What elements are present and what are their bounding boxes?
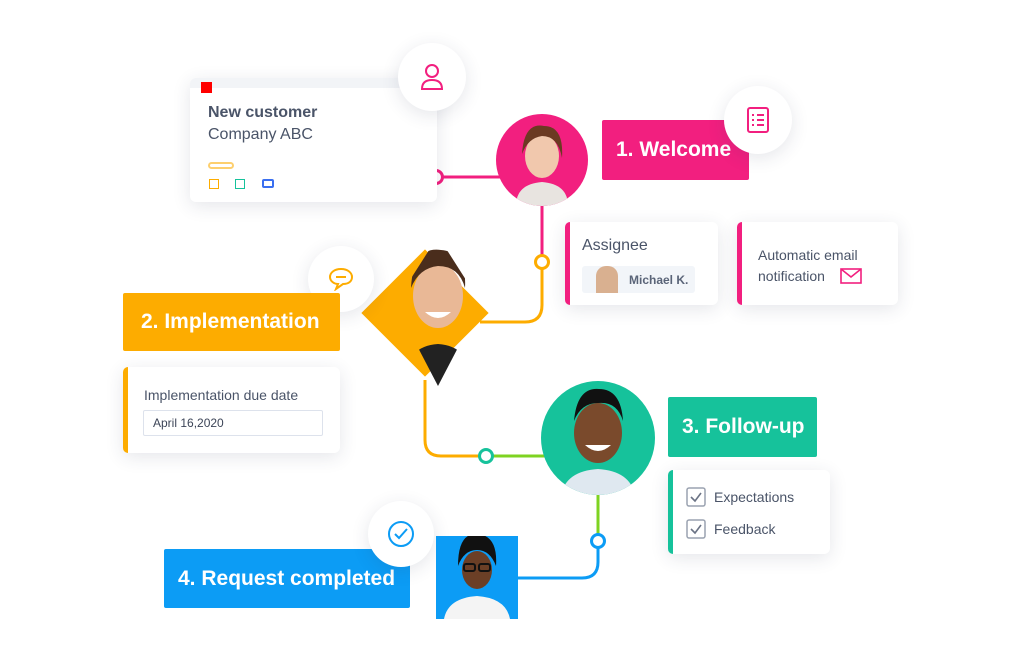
new-customer-card[interactable]: New customer Company ABC bbox=[190, 78, 437, 202]
email-line-2: notification bbox=[758, 268, 825, 284]
due-date-input[interactable]: April 16,2020 bbox=[143, 410, 323, 436]
step-2-label: 2. Implementation bbox=[123, 293, 340, 351]
connector-dot bbox=[590, 533, 606, 549]
welcome-assignee-photo bbox=[496, 114, 588, 206]
checklist-card: Expectations Feedback bbox=[668, 470, 830, 554]
step-4-label: 4. Request completed bbox=[164, 549, 410, 608]
check-circle-icon bbox=[368, 501, 434, 567]
connector-dot bbox=[534, 254, 550, 270]
email-notification-card: Automatic email notification bbox=[737, 222, 898, 305]
person-icon bbox=[398, 43, 466, 111]
follow-up-assignee-photo bbox=[541, 381, 655, 495]
checkbox-checked-icon[interactable] bbox=[686, 487, 706, 507]
envelope-icon bbox=[840, 268, 862, 284]
checklist-item[interactable]: Feedback bbox=[686, 519, 775, 539]
checklist-item-label: Expectations bbox=[714, 489, 795, 505]
tag-pill bbox=[208, 162, 234, 169]
clock-icon bbox=[209, 179, 219, 189]
checklist-item[interactable]: Expectations bbox=[686, 487, 794, 507]
assignee-card: Assignee Michael K. bbox=[565, 222, 718, 305]
due-date-label: Implementation due date bbox=[144, 387, 299, 403]
company-name: Company ABC bbox=[208, 126, 313, 143]
connector-dot bbox=[478, 448, 494, 464]
due-date-card: Implementation due date April 16,2020 bbox=[123, 367, 340, 453]
priority-flag-icon bbox=[201, 82, 212, 93]
reminder-icon bbox=[235, 179, 245, 189]
step-1-label: 1. Welcome bbox=[602, 120, 749, 180]
completed-assignee-photo bbox=[436, 536, 518, 619]
checkbox-checked-icon[interactable] bbox=[686, 519, 706, 539]
assignee-chip[interactable]: Michael K. bbox=[582, 266, 695, 293]
avatar bbox=[596, 266, 618, 293]
card-title: New customer bbox=[208, 104, 318, 121]
document-list-icon bbox=[724, 86, 792, 154]
assignee-title: Assignee bbox=[582, 237, 648, 254]
checklist-item-label: Feedback bbox=[714, 521, 776, 537]
repeat-icon bbox=[262, 179, 274, 188]
email-line-1: Automatic email bbox=[758, 247, 858, 263]
step-3-label: 3. Follow-up bbox=[668, 397, 817, 457]
assignee-name: Michael K. bbox=[629, 273, 689, 287]
